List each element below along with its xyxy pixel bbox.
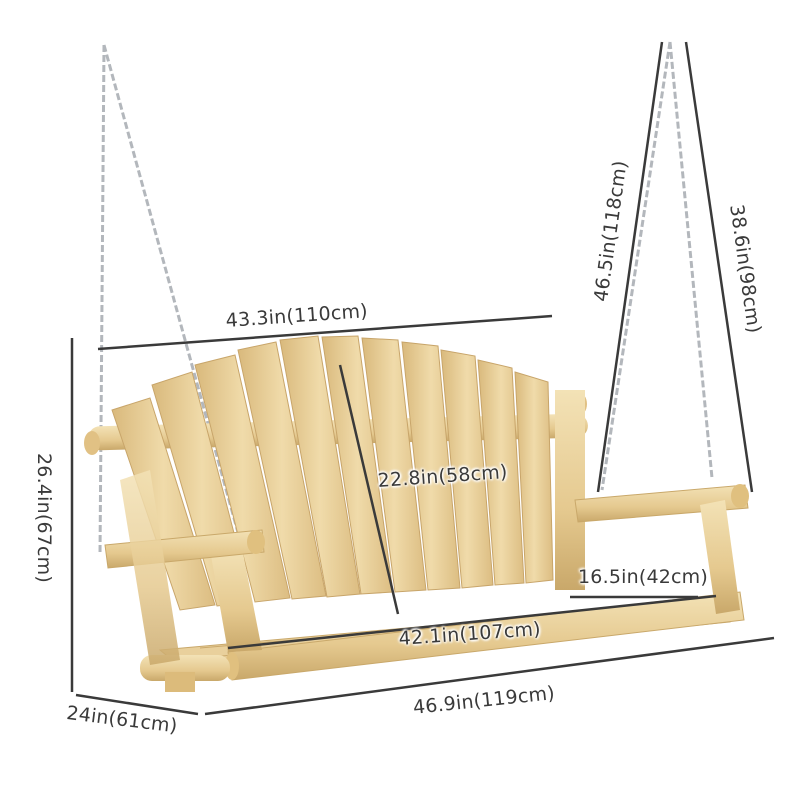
- backrest-slats: [111, 335, 554, 611]
- seat-depth-label: 16.5in(42cm): [578, 566, 708, 588]
- total-height-label: 26.4in(67cm): [33, 453, 55, 583]
- dimension-lines: [70, 41, 775, 716]
- chain-icon: [98, 41, 714, 556]
